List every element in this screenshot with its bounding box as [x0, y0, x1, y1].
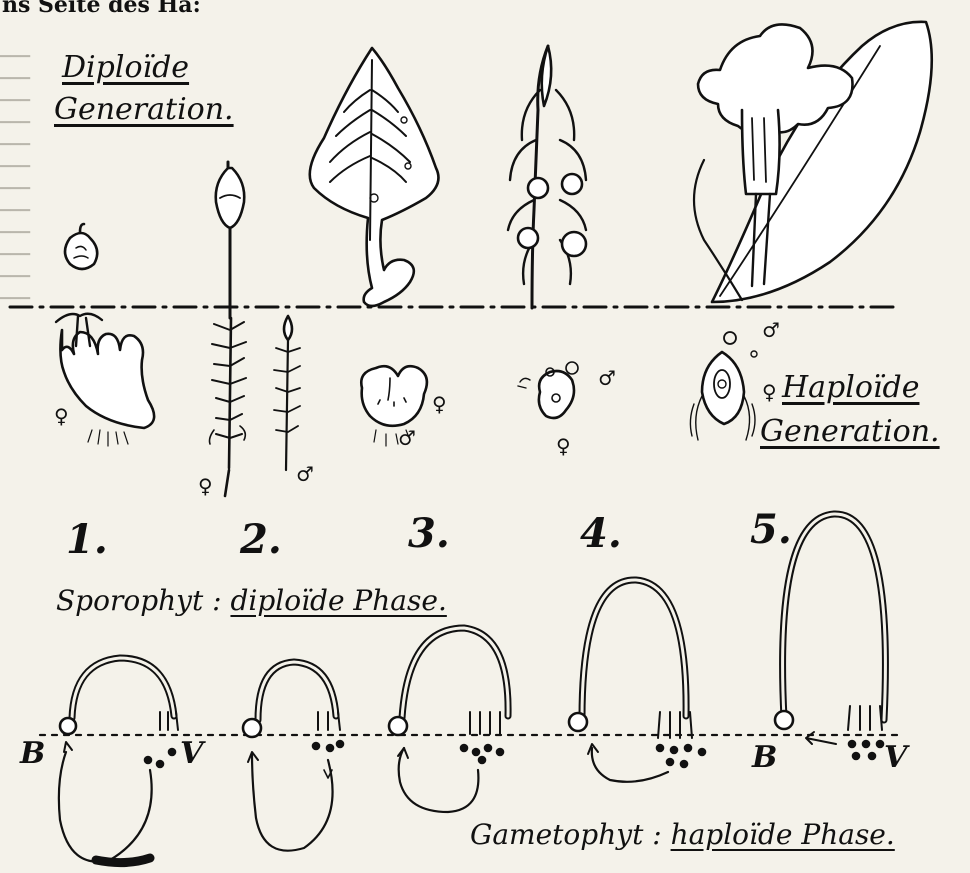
stage-2-gametophyte-male: [274, 316, 300, 470]
label-B-left: B: [20, 736, 45, 771]
stage-4-female-symbol: ♀: [556, 434, 571, 458]
stage-5-gametophyte: [690, 332, 757, 440]
stage-5-number: 5.: [750, 506, 792, 553]
stage-4-male-symbol: ♂: [598, 366, 616, 390]
stage-2-sporophyte: [216, 162, 245, 318]
stage-5-male-symbol: ♂: [762, 318, 780, 342]
stage-3-sporophyte: [310, 48, 439, 306]
gametophyte-prefix: Gametophyt :: [470, 818, 671, 851]
diploid-title-line-2: Generation.: [54, 92, 234, 127]
haploid-title-line-2: Generation.: [760, 414, 940, 449]
stage-2-gametophyte-female: [210, 318, 247, 496]
haploid-title-line-1: Haploïde: [782, 370, 919, 405]
cycle-4: [569, 580, 705, 782]
label-V-left: V: [180, 736, 203, 771]
sporophyte-phase: diploïde Phase.: [230, 584, 446, 617]
stage-5-female-symbol: ♀: [762, 380, 777, 404]
stage-3-male-symbol: ♂: [398, 426, 416, 450]
stage-4-sporophyte: [508, 46, 586, 308]
diploid-title-line-1: Diploïde: [62, 50, 189, 85]
stage-2-male-symbol: ♂: [296, 462, 314, 486]
stage-2-female-symbol: ♀: [198, 474, 213, 498]
stage-2-number: 2.: [240, 516, 282, 563]
cycle-3: [389, 628, 508, 812]
stage-4-number: 4.: [580, 510, 622, 557]
label-B-right: B: [752, 740, 777, 775]
sporophyte-prefix: Sporophyt :: [56, 584, 230, 617]
gametophyte-label: Gametophyt : haploïde Phase.: [470, 818, 895, 851]
stage-1-female-symbol: ♀: [54, 404, 69, 428]
gametophyte-phase: haploïde Phase.: [671, 818, 895, 851]
label-V-right: V: [884, 740, 907, 775]
stage-5-sporophyte: [694, 22, 932, 302]
stage-1-number: 1.: [66, 516, 108, 563]
stage-3-number: 3.: [408, 510, 450, 557]
stage-3-female-symbol: ♀: [432, 392, 447, 416]
stage-1-sporophyte: [65, 224, 97, 269]
cycle-1: [59, 658, 178, 863]
stage-3-gametophyte: [361, 366, 427, 446]
sporophyte-label: Sporophyt : diploïde Phase.: [56, 584, 447, 617]
stage-4-gametophyte: [518, 362, 578, 418]
cycle-2: [243, 662, 343, 851]
stage-1-gametophyte: [56, 314, 154, 446]
